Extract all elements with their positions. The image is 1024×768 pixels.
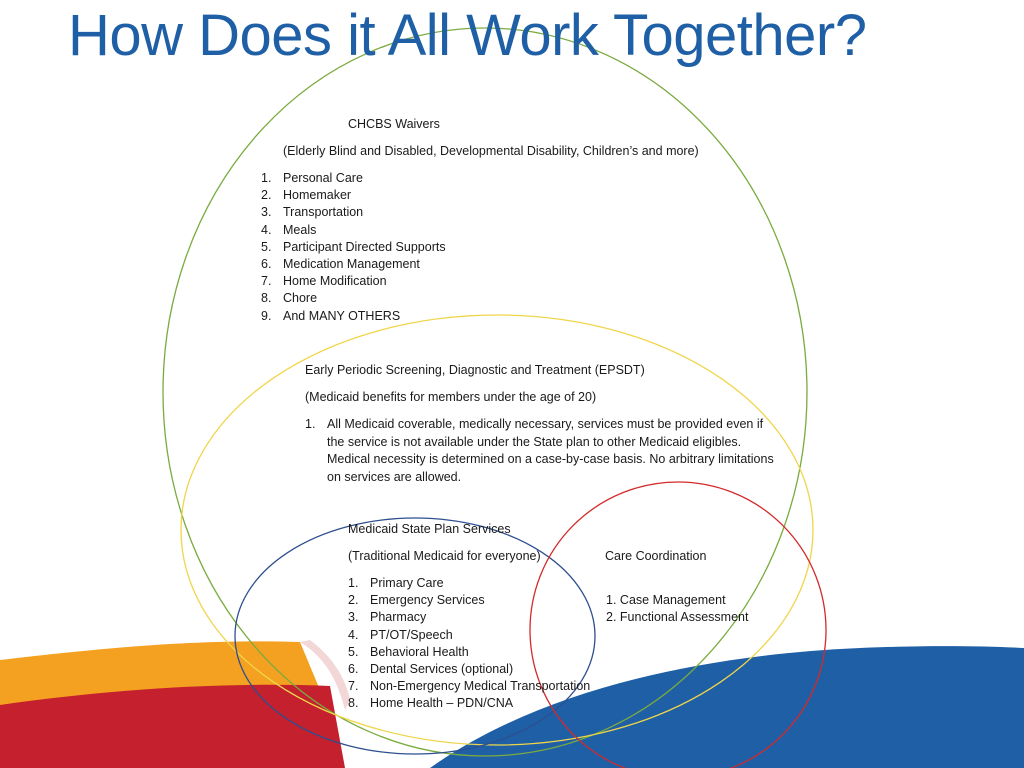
state-plan-subheading: (Traditional Medicaid for everyone) <box>348 549 541 563</box>
chcbs-subheading: (Elderly Blind and Disabled, Development… <box>283 144 699 158</box>
chcbs-heading: CHCBS Waivers <box>348 117 440 131</box>
list-item: 6.Dental Services (optional) <box>348 662 514 677</box>
list-item: 2.Homemaker <box>261 188 352 203</box>
light-swoosh <box>300 640 350 710</box>
list-item: 9.And MANY OTHERS <box>261 308 401 323</box>
chcbs-waivers-circle <box>162 27 808 757</box>
list-item: 1.Primary Care <box>348 576 444 590</box>
list-item: 6.Medication Management <box>261 257 420 272</box>
list-item: 1.Personal Care <box>261 171 363 185</box>
page-title: How Does it All Work Together? <box>68 3 867 68</box>
epsdt-circle <box>180 314 814 746</box>
list-item: 7.Non-Emergency Medical Transportation <box>348 679 591 694</box>
state-plan-circle <box>234 517 596 755</box>
epsdt-heading: Early Periodic Screening, Diagnostic and… <box>305 363 645 377</box>
list-item: 4.PT/OT/Speech <box>348 627 453 642</box>
list-item: 2. Functional Assessment <box>606 610 749 625</box>
epsdt-subheading: (Medicaid benefits for members under the… <box>305 390 597 404</box>
list-item: 5.Participant Directed Supports <box>261 239 446 254</box>
epsdt-item-text: All Medicaid coverable, medically necess… <box>327 417 774 484</box>
care-coordination-heading: Care Coordination <box>605 549 707 563</box>
state-plan-list: 1.Primary Care 2.Emergency Services 3.Ph… <box>348 575 590 713</box>
care-coordination-list: 1. Case Management 2. Functional Assessm… <box>606 592 748 626</box>
list-item: 3.Transportation <box>261 205 364 220</box>
list-item: 8.Home Health – PDN/CNA <box>348 696 514 711</box>
list-item: 3.Pharmacy <box>348 610 427 625</box>
list-item: 8.Chore <box>261 291 318 306</box>
epsdt-item-number: 1. <box>305 417 316 431</box>
list-item: 1. Case Management <box>606 593 726 607</box>
state-plan-heading: Medicaid State Plan Services <box>348 522 511 536</box>
chcbs-list: 1.Personal Care 2.Homemaker 3.Transporta… <box>261 170 446 325</box>
epsdt-item: 1. All Medicaid coverable, medically nec… <box>305 416 779 486</box>
list-item: 4.Meals <box>261 222 317 237</box>
red-wave <box>0 684 345 768</box>
list-item: 2.Emergency Services <box>348 593 485 608</box>
list-item: 7.Home Modification <box>261 274 387 289</box>
care-coordination-circle <box>529 481 827 768</box>
list-item: 5.Behavioral Health <box>348 644 469 659</box>
